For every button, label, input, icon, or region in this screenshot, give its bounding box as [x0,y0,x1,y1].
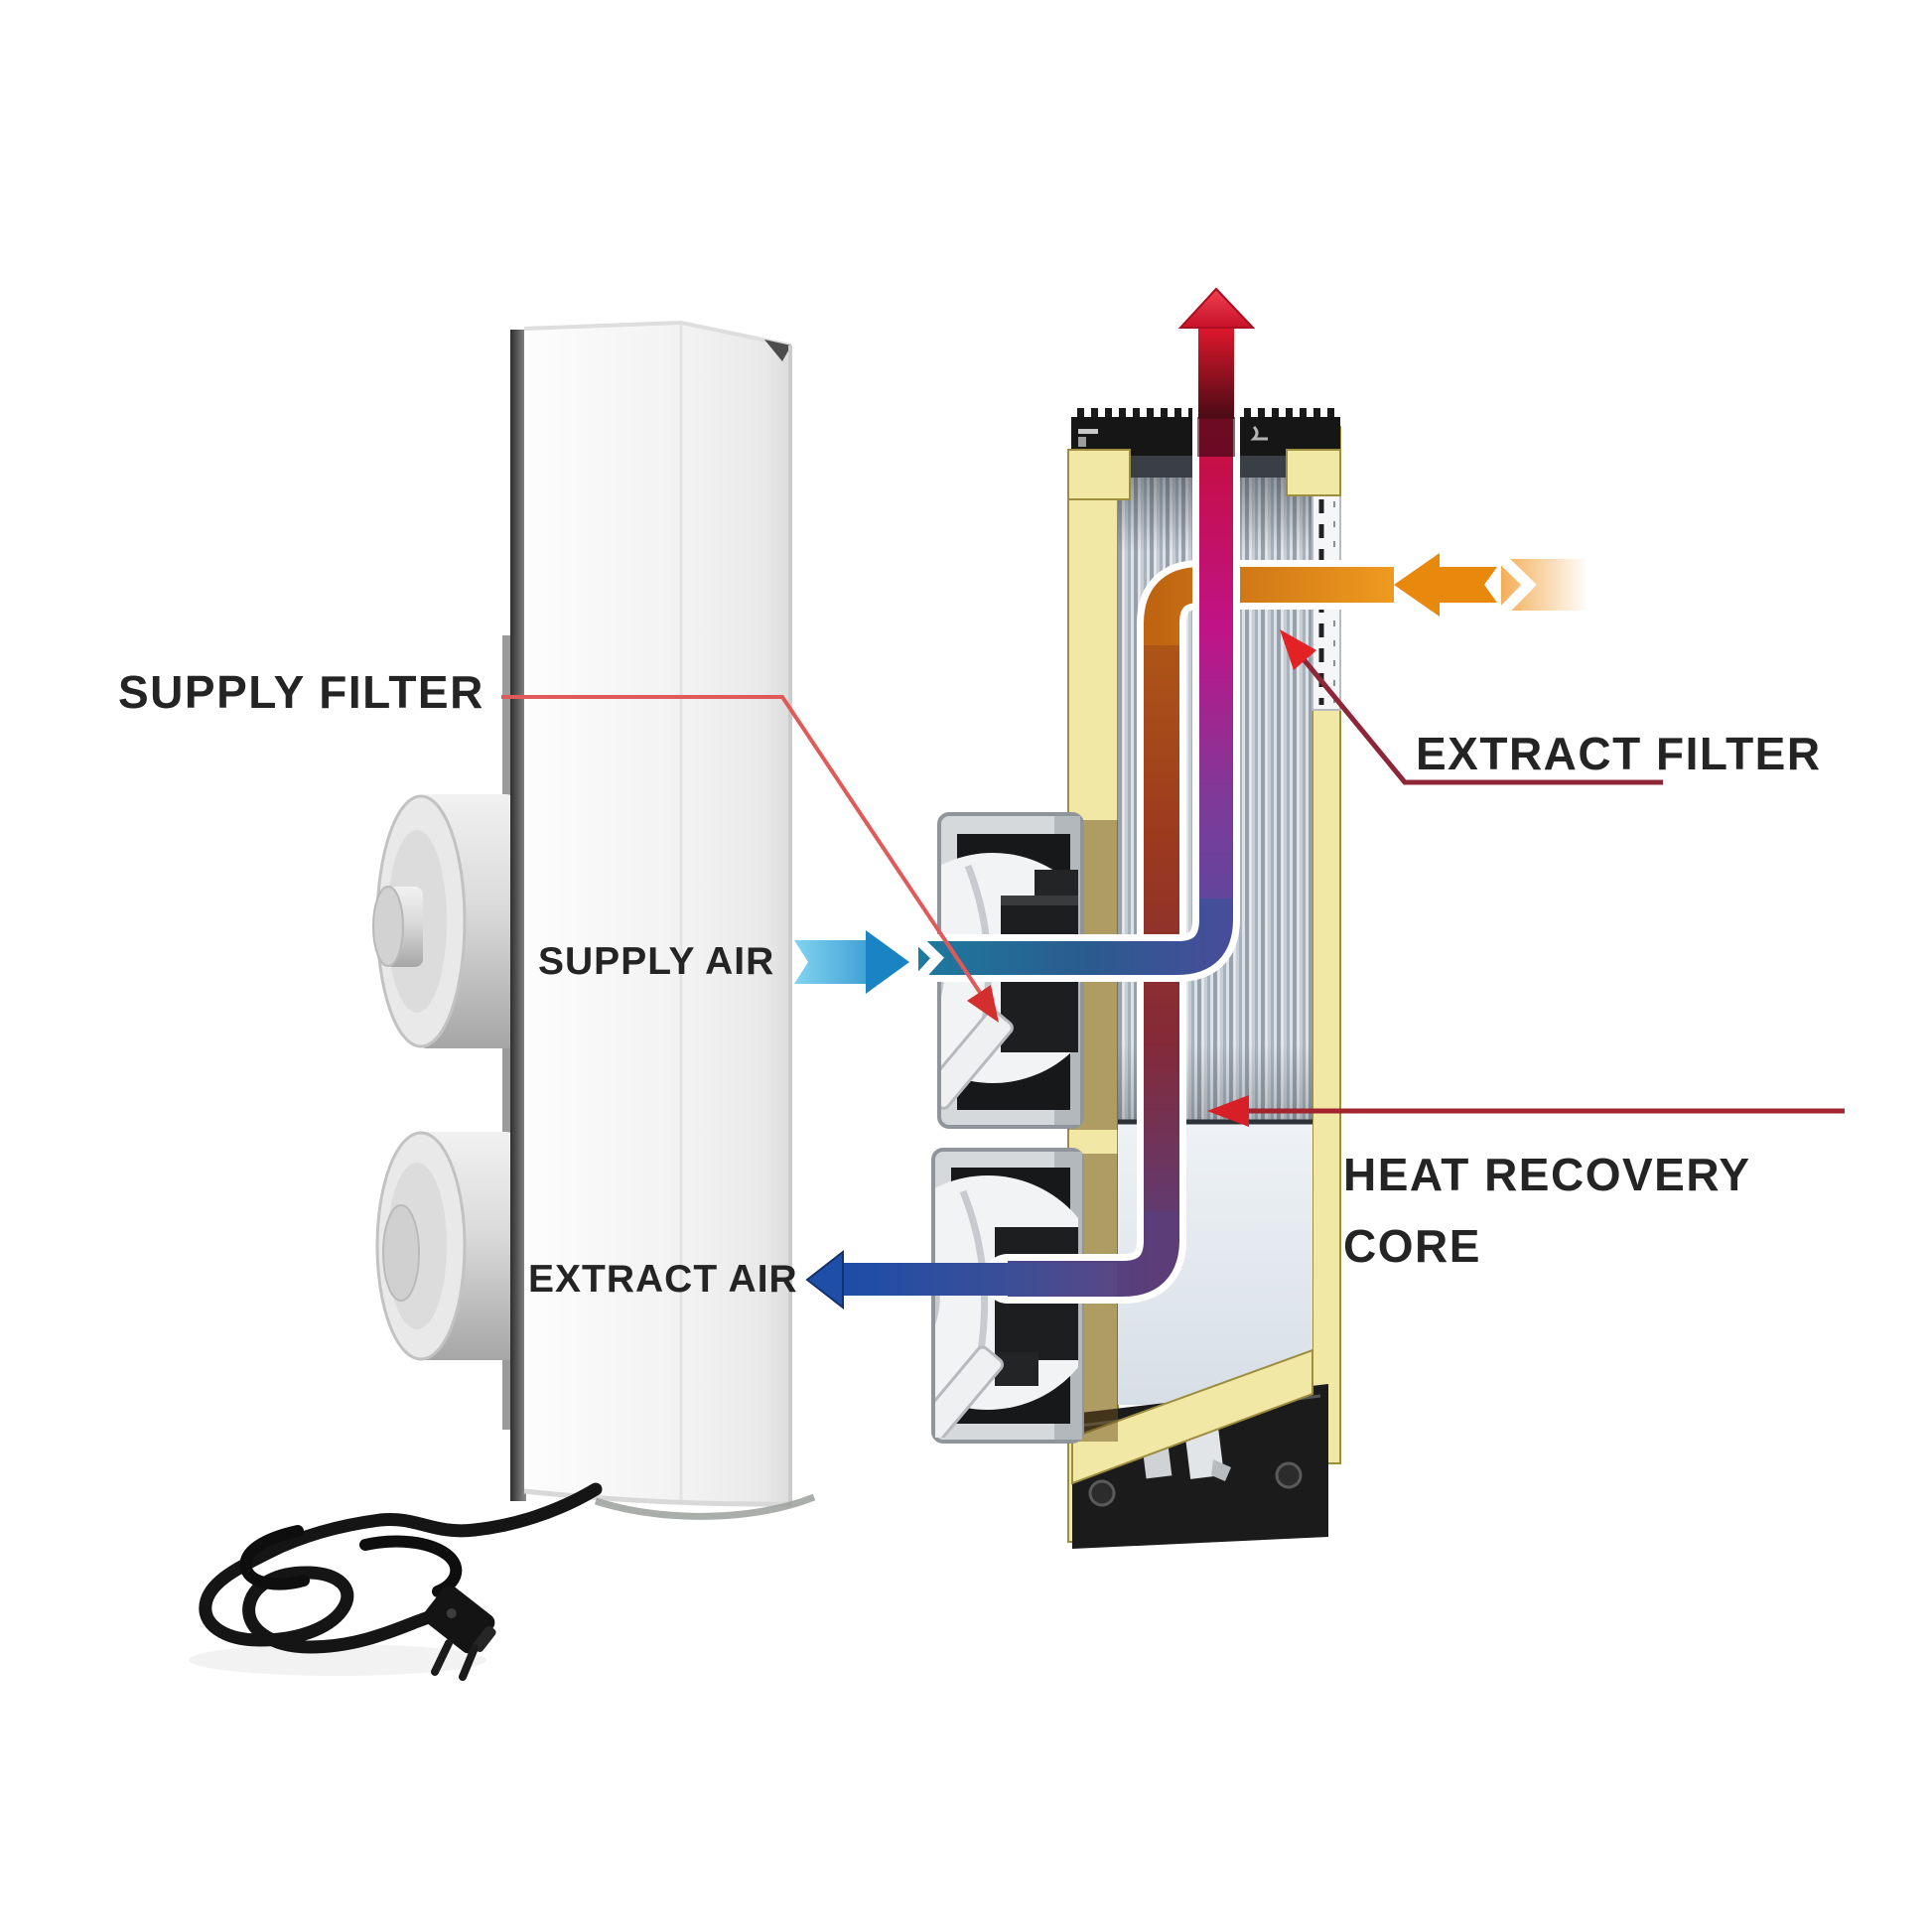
plug-body [423,1586,495,1654]
orange-left-arrow-icon [1394,553,1440,617]
unit-bottom-edge [523,1488,792,1507]
power-cord [189,1482,603,1681]
cap-vent-ticks [1243,408,1334,417]
label-extract-air: EXTRACT AIR [528,1258,798,1301]
unit-top-edge [523,320,792,347]
leader-supply-filter [501,695,999,1023]
cap-vent-ticks [1077,408,1194,417]
label-extract-filter: EXTRACT FILTER [1416,728,1822,779]
blue-left-arrow-shaft [839,1263,1117,1296]
label-heat-recovery-line1: HEAT RECOVERY [1343,1149,1751,1200]
cap-marking [1250,425,1268,441]
tube-blue-segment [918,879,1233,975]
power-plug [423,1586,496,1654]
duct-port-extract [375,1131,516,1361]
blue-right-arrow-icon [866,930,909,994]
duct-port-collar-face [372,886,404,967]
fan-motor-edge [1001,896,1078,905]
screw-icon [1275,1461,1303,1489]
cord-wire-overlap [239,1525,463,1597]
tube-purple-segment [1008,1211,1179,1297]
assembled-unit [372,320,816,1520]
extract-filter-slat [935,1345,1004,1438]
insulation-block-left [1067,449,1131,500]
supply-air-flow-tube [895,316,1240,997]
cord-wire [199,1482,603,1654]
base-bracket [1211,1459,1231,1481]
orange-tail-chevron [1491,548,1537,623]
outdoor-intake-arrow [1394,548,1587,623]
orange-arrow-shaft [1440,567,1497,603]
unit-top-right-notch [764,340,791,361]
leader-arrowhead-icon [1280,629,1316,670]
duct-port-collar-face [382,1204,420,1302]
blue-right-arrow-shaft [794,940,870,984]
plug-prongs-icon [431,1639,479,1681]
leader-line [1283,634,1663,785]
bottom-cable-gray [594,1493,816,1520]
label-heat-recovery-line2: CORE [1343,1220,1481,1272]
blue-left-arrow-icon [805,1249,844,1311]
unit-front-left-facet [524,323,681,1501]
red-up-arrow-icon [1177,287,1256,329]
leader-arrowhead-icon [1207,1095,1249,1127]
label-heat-recovery-core: HEAT RECOVERY CORE [1343,1149,1751,1272]
cap-marking [1078,437,1086,447]
insulation-diagonal [1071,1348,1313,1485]
label-supply-air: SUPPLY AIR [538,940,774,983]
fan-motor-step [1035,870,1078,899]
leader-line [501,695,997,1017]
extract-air-arrow [805,1249,1117,1311]
tube-cap-shadow [1197,417,1235,457]
unit-front-right-facet [681,323,791,1504]
label-supply-filter: SUPPLY FILTER [118,666,484,718]
supply-air-arrow [794,930,909,994]
leader-arrowhead-icon [967,985,999,1023]
cap-marking [1078,429,1098,434]
cord-shadow [189,1644,486,1676]
tube-start-chevron [901,923,944,997]
exhaust-air-arrow [1177,287,1256,419]
plug-hole [446,1608,457,1619]
duct-port-supply [372,794,516,1048]
supply-filter-slat [941,1009,1014,1110]
leader-heat-recovery-core [1207,1095,1845,1127]
insulation-block-right [1286,449,1341,496]
screw-icon [1088,1479,1116,1507]
plug-neck [473,1625,496,1653]
red-up-arrow-shaft [1198,324,1234,419]
leader-extract-filter [1280,629,1663,785]
unit-left-edge [510,330,526,1501]
